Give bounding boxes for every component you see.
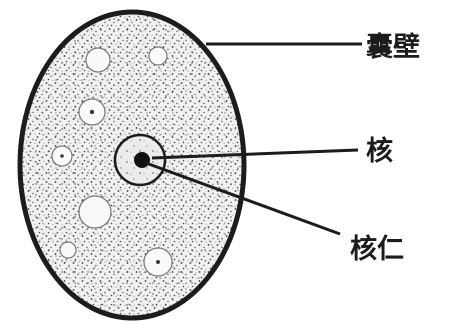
vacuole <box>60 242 76 258</box>
vacuole <box>79 196 111 228</box>
nucleolus-label: 核仁 <box>350 233 404 265</box>
vacuole <box>86 48 110 72</box>
vacuole <box>149 47 167 65</box>
nucleolus <box>134 152 150 168</box>
cyst-wall-label: 囊壁 <box>366 32 420 63</box>
nucleus-label: 核 <box>366 135 393 167</box>
